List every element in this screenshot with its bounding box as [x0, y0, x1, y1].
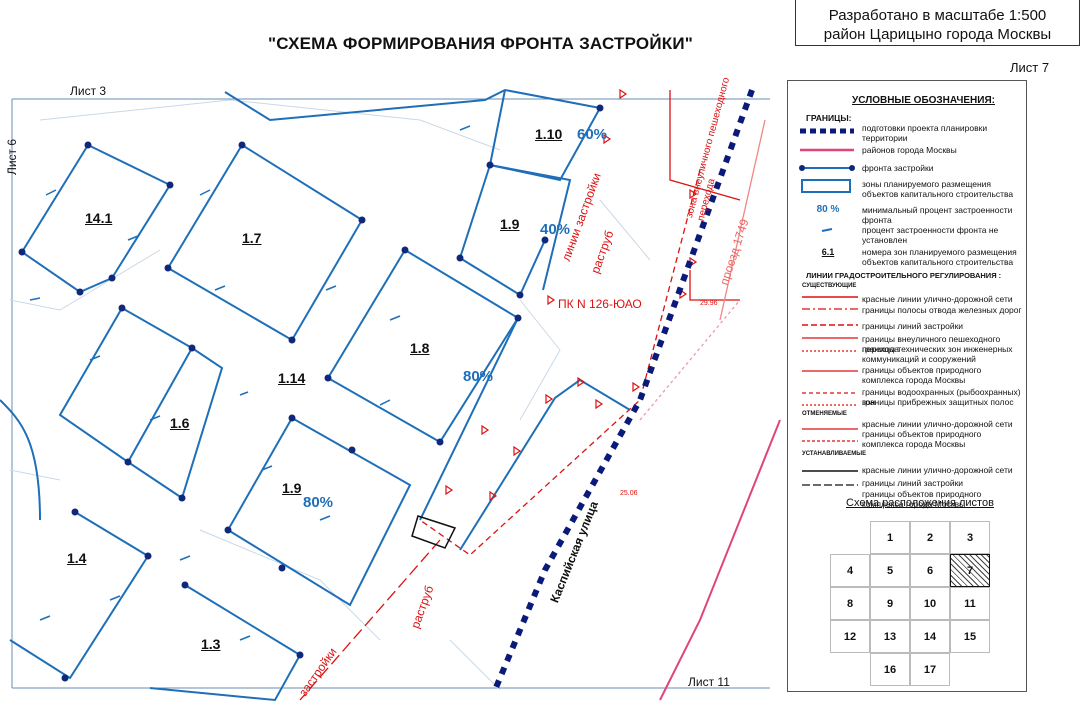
zone-label-1-14: 1.14: [278, 370, 306, 386]
project-boundary: [492, 88, 755, 692]
dim-label-1: 29.96: [700, 300, 718, 307]
red-lines: [299, 90, 766, 701]
red-triangles: [445, 88, 698, 502]
keymap-cell-1[interactable]: 1: [870, 521, 910, 554]
keymap-cell-14[interactable]: 14: [910, 620, 950, 653]
scale-box: Разработано в масштабе 1:500 район Цариц…: [795, 0, 1080, 46]
zone-label-1-7: 1.7: [242, 230, 262, 246]
district-line-symbol: [800, 148, 854, 152]
front-percent-80b: 80%: [303, 494, 334, 511]
tick-symbol: [821, 228, 833, 232]
keymap-cell-3[interactable]: 3: [950, 521, 990, 554]
page-title: "СХЕМА ФОРМИРОВАНИЯ ФРОНТА ЗАСТРОЙКИ": [268, 34, 694, 53]
front-line-symbol: [799, 165, 855, 171]
keymap-cell-2[interactable]: 2: [910, 521, 950, 554]
neighbor-sheet-top: Лист 3: [70, 84, 107, 98]
legend-borders-head: ГРАНИЦЫ:: [806, 113, 852, 123]
legend-line-symbols: [802, 296, 858, 486]
district-border: [659, 419, 781, 701]
keymap-cell-12[interactable]: 12: [830, 620, 870, 653]
keymap-title: Схема расположения листов: [846, 497, 994, 509]
zone-label-1-9a: 1.9: [500, 216, 520, 232]
legend-title: УСЛОВНЫЕ ОБОЗНАЧЕНИЯ:: [852, 95, 995, 106]
dim-label-2: 25.06: [620, 490, 638, 497]
front-percent-80a: 80%: [463, 368, 494, 385]
neighbor-sheet-bottom: Лист 11: [688, 675, 730, 689]
keymap-cell-7-current[interactable]: 7: [950, 554, 990, 587]
zone-label-1-10: 1.10: [535, 126, 563, 142]
legend-new-head: УСТАНАВЛИВАЕМЫЕ: [802, 451, 867, 457]
front-ticks: [29, 125, 471, 641]
zone-rect-symbol: [801, 179, 851, 193]
keymap-grid: 1 2 3 4 5 6 7 8 9 10 11 12 13 14 15 16 1…: [788, 521, 1028, 691]
district-text: район Царицыно города Москвы: [823, 26, 1052, 43]
legend-cancelled-head: ОТМЕНЯЕМЫЕ: [802, 411, 847, 417]
neighbor-sheet-left: Лист 6: [5, 138, 20, 176]
zone-label-1-6: 1.6: [170, 415, 190, 431]
front-percent-40: 40%: [540, 221, 571, 238]
sheet-number: Лист 7: [1010, 60, 1050, 75]
keymap-cell-13[interactable]: 13: [870, 620, 910, 653]
scale-text: Разработано в масштабе 1:500: [828, 7, 1047, 24]
front-vertices: [18, 104, 604, 682]
project-line-symbol: [800, 128, 854, 134]
zone-label-1-8: 1.8: [410, 340, 430, 356]
keymap-cell-5[interactable]: 5: [870, 554, 910, 587]
legend-existing-head: СУЩЕСТВУЮЩИЕ: [802, 283, 857, 289]
keymap-cell-4[interactable]: 4: [830, 554, 870, 587]
keymap-cell-15[interactable]: 15: [950, 620, 990, 653]
pk-label: ПК N 126-ЮАО: [558, 297, 642, 311]
background-streets: [9, 99, 651, 691]
zone-label-14-1: 14.1: [85, 210, 113, 226]
zone-label-1-9b: 1.9: [282, 480, 302, 496]
keymap-cell-17[interactable]: 17: [910, 653, 950, 686]
front-percent-60: 60%: [577, 126, 608, 143]
legend-panel: УСЛОВНЫЕ ОБОЗНАЧЕНИЯ: ГРАНИЦЫ: подготовк…: [787, 80, 1027, 692]
keymap-cell-9[interactable]: 9: [870, 587, 910, 620]
zone-outlines: [0, 88, 631, 702]
map-canvas: [0, 88, 781, 702]
zone-label-1-3: 1.3: [201, 636, 221, 652]
zone-label-1-4: 1.4: [67, 550, 87, 566]
keymap-cell-16[interactable]: 16: [870, 653, 910, 686]
legend-reg-head: ЛИНИИ ГРАДОСТРОИТЕЛЬНОГО РЕГУЛИРОВАНИЯ :: [806, 271, 1002, 280]
keymap-cell-6[interactable]: 6: [910, 554, 950, 587]
keymap-cell-10[interactable]: 10: [910, 587, 950, 620]
keymap-cell-11[interactable]: 11: [950, 587, 990, 620]
keymap-cell-8[interactable]: 8: [830, 587, 870, 620]
